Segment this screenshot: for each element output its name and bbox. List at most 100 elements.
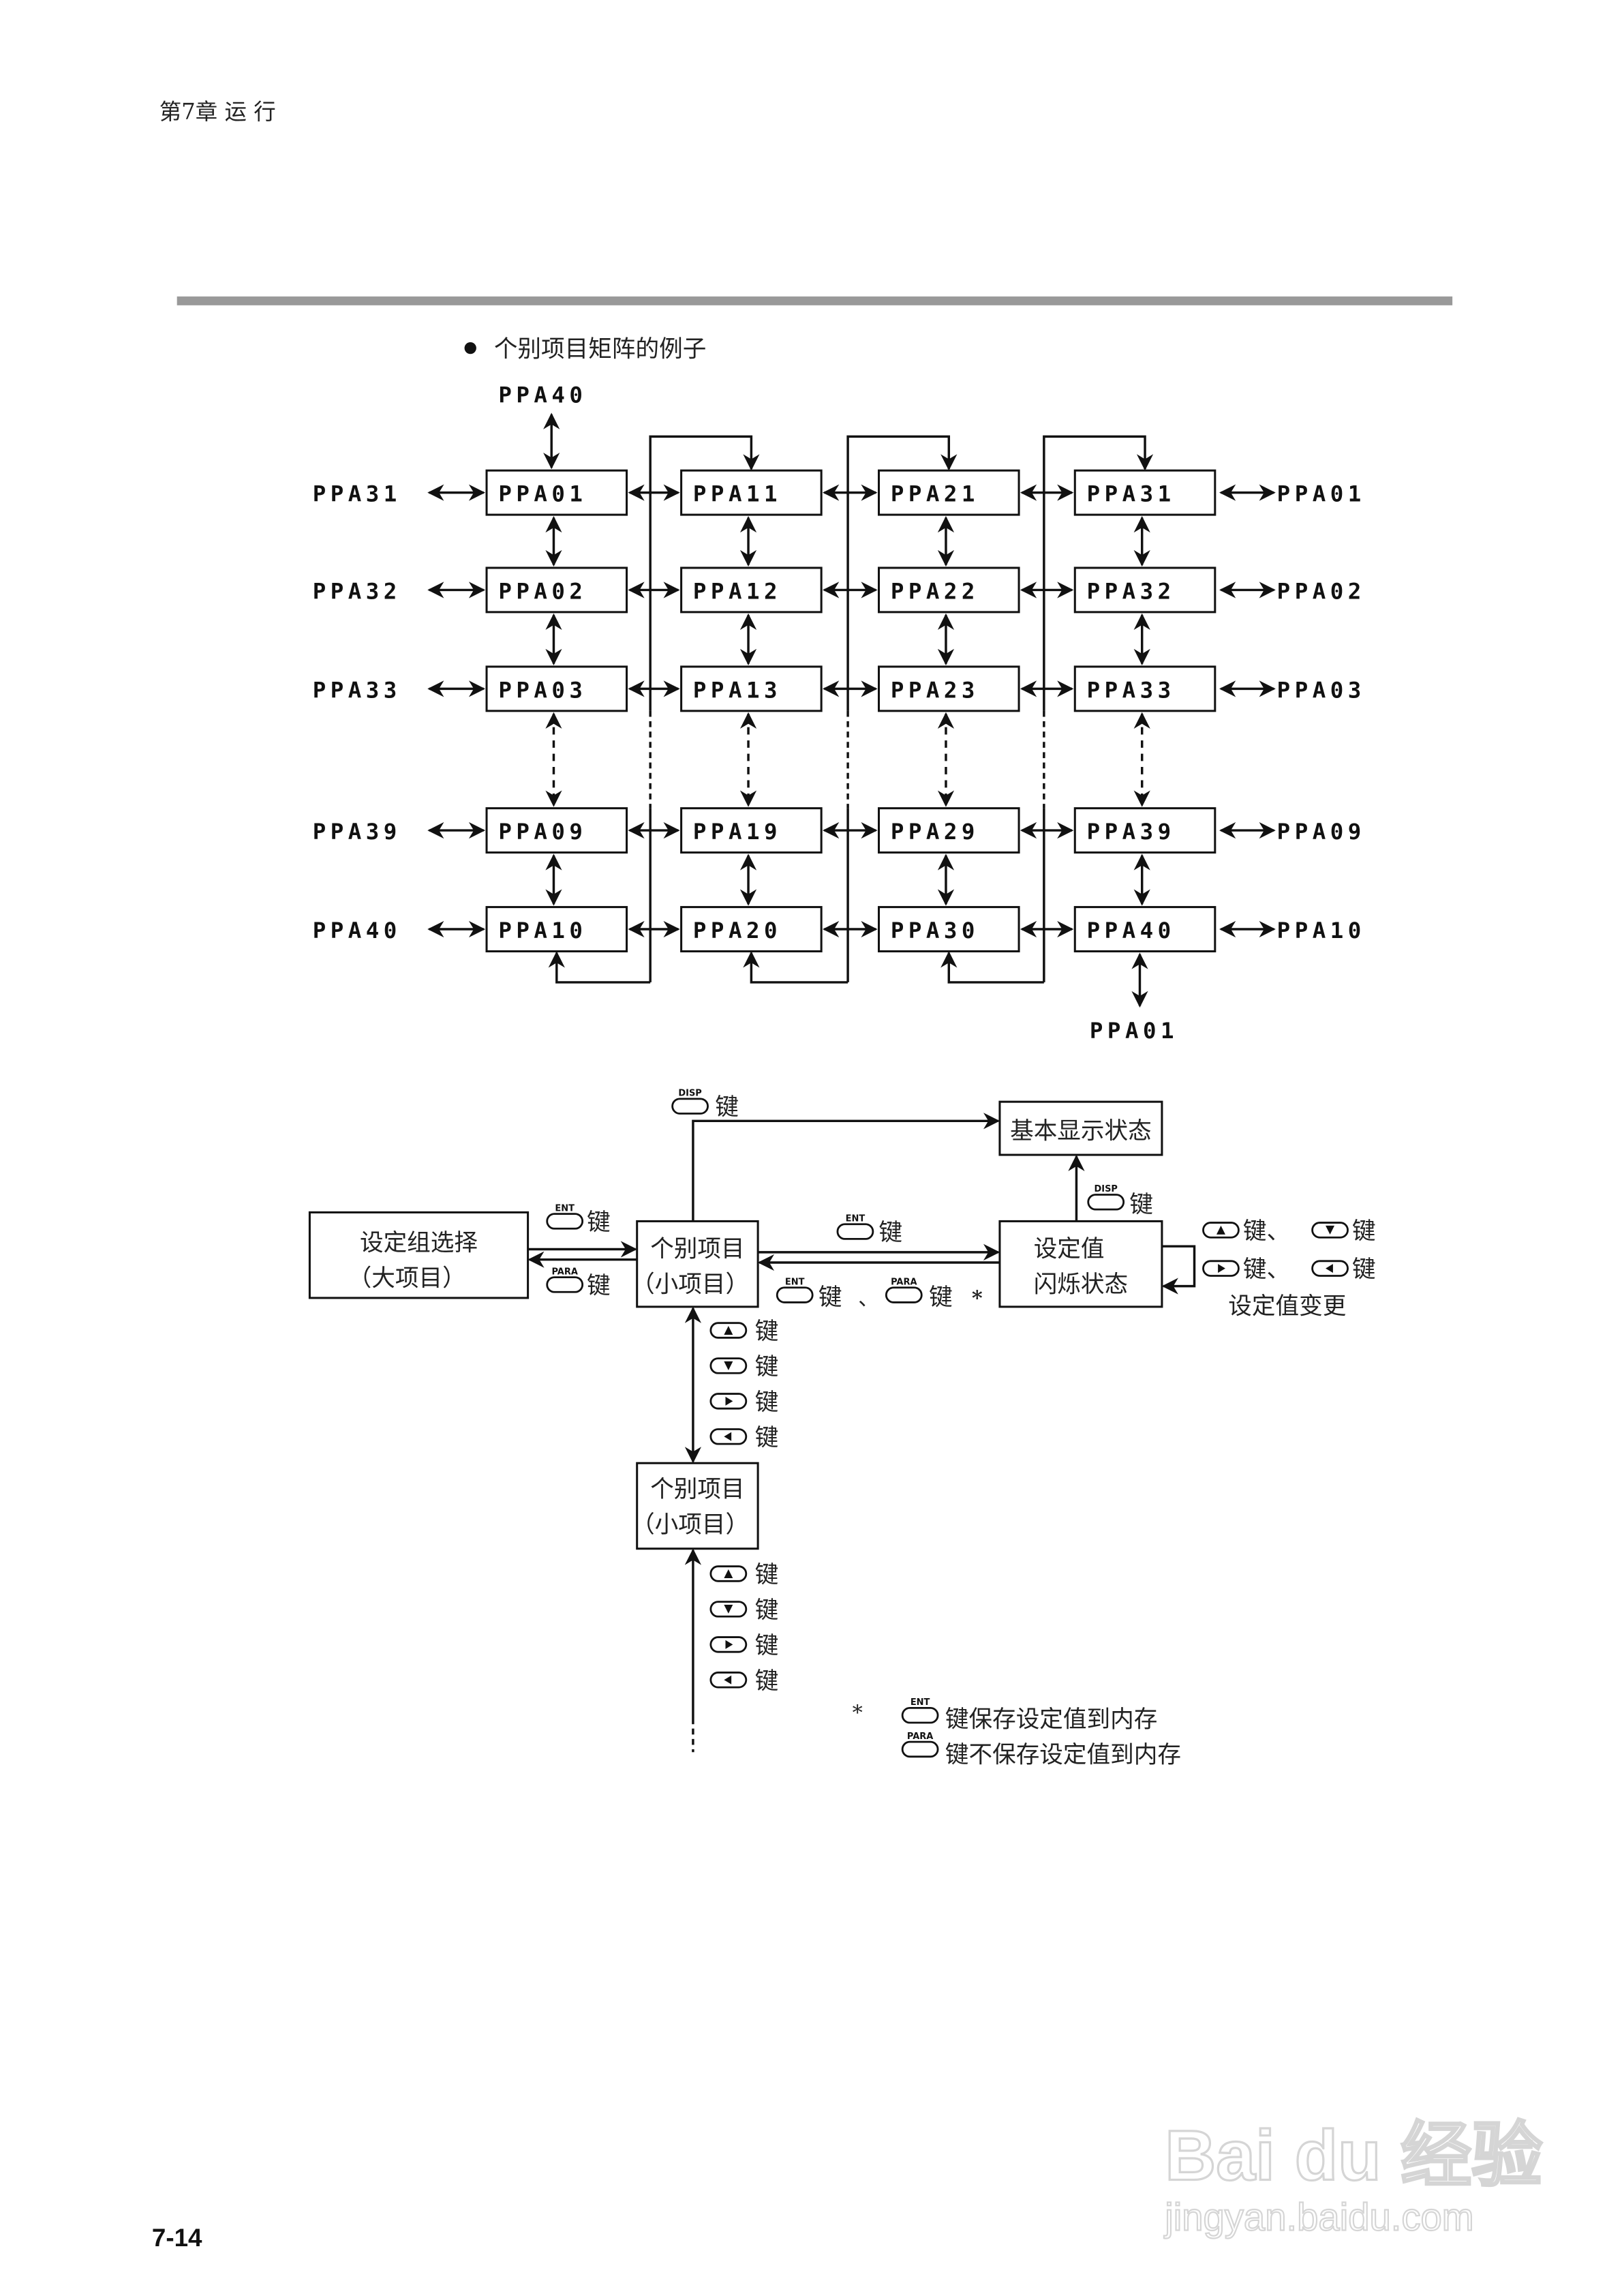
key-word-label: 键 [755, 1353, 779, 1380]
ent-key-icon: ENT [546, 1203, 584, 1230]
svg-text:PARA: PARA [907, 1732, 933, 1742]
column-link-bottom [743, 951, 848, 984]
matrix-cell [1073, 807, 1216, 854]
arrow-to-basic-display [692, 1113, 1000, 1222]
para-key-icon: PARA [901, 1732, 939, 1758]
matrix-cell [1073, 567, 1216, 614]
matrix-right-label: PPA01 [1277, 481, 1366, 507]
box-basic-display: 基本显示状态 [998, 1100, 1163, 1156]
svg-text:ENT: ENT [846, 1213, 866, 1224]
key-word-label: 键 [755, 1389, 779, 1416]
key-word-label: 键 [818, 1284, 842, 1312]
disp-key-icon: DISP [1087, 1184, 1125, 1211]
matrix-cell-label: PPA01 [498, 481, 587, 507]
matrix-cell-label: PPA19 [693, 819, 782, 845]
matrix-left-label: PPA39 [313, 819, 401, 845]
footnote-ent-text: 键保存设定值到内存 [945, 1706, 1157, 1734]
key-word-label: 键 [879, 1220, 903, 1247]
key-word-label: 键 [587, 1209, 611, 1236]
matrix-cell-label: PPA03 [498, 677, 587, 703]
matrix-cell [680, 567, 823, 614]
asterisk-mark: * [972, 1287, 983, 1311]
matrix-cell-label: PPA32 [1087, 578, 1176, 604]
matrix-cell-label: PPA30 [891, 918, 979, 943]
ent-key-icon: ENT [836, 1213, 874, 1240]
matrix-cell [680, 906, 823, 953]
matrix-cell [878, 807, 1020, 854]
footnote-asterisk: * [853, 1702, 863, 1725]
right-key-icon [709, 1393, 748, 1410]
key-word-label: 键 [755, 1318, 779, 1346]
key-word-label: 键 [755, 1597, 779, 1624]
matrix-right-label: PPA02 [1277, 578, 1366, 604]
bullet-icon [464, 342, 476, 354]
section-divider [177, 296, 1453, 305]
arrow-value-loop [1161, 1245, 1196, 1295]
key-word-label: 键 [929, 1284, 953, 1312]
item2-line2: （小项目） [631, 1511, 749, 1539]
matrix-cell [878, 567, 1020, 614]
matrix-cell-label: PPA39 [1087, 819, 1176, 845]
matrix-cell-label: PPA31 [1087, 481, 1176, 507]
down-key-icon [709, 1357, 748, 1374]
matrix-cell-label: PPA23 [891, 677, 979, 703]
key-word-label: 键 [755, 1561, 779, 1588]
matrix-left-label: PPA32 [313, 578, 401, 604]
matrix-left-label: PPA33 [313, 677, 401, 703]
matrix-cell [485, 567, 628, 614]
column-link-bottom [548, 951, 651, 984]
value-change-label: 设定值变更 [1228, 1293, 1346, 1320]
matrix-cell [680, 469, 823, 516]
up-key-icon [1202, 1222, 1240, 1239]
svg-text:PARA: PARA [551, 1267, 577, 1277]
item-line1: 个别项目 [650, 1235, 744, 1263]
matrix-cell-label: PPA10 [498, 918, 587, 943]
matrix-cell [878, 906, 1020, 953]
matrix-cell [878, 665, 1020, 712]
key-word-label: 键、 [1243, 1256, 1290, 1284]
left-key-icon [1311, 1260, 1349, 1277]
matrix-cell [485, 665, 628, 712]
svg-text:DISP: DISP [678, 1089, 701, 1099]
watermark: Bai du 经验 jingyan.baidu.com [1163, 2115, 1544, 2239]
matrix-cell [1073, 665, 1216, 712]
matrix-cell [485, 807, 628, 854]
matrix-top-label: PPA40 [498, 382, 587, 408]
svg-text:PARA: PARA [891, 1277, 917, 1287]
key-word-label: 键 [1352, 1256, 1376, 1284]
matrix-cell-label: PPA20 [693, 918, 782, 943]
box-group-select: 设定组选择 （大项目） [308, 1211, 530, 1299]
basic-display-label: 基本显示状态 [1010, 1117, 1152, 1145]
matrix-cell-label: PPA21 [891, 481, 979, 507]
column-link-top [846, 435, 958, 982]
down-key-icon [1311, 1222, 1349, 1239]
flow-chart: 设定组选择 （大项目） 个别项目 （小项目） 基本显示状态 设定值 闪烁状态 个… [308, 1089, 1376, 1758]
matrix-cell [1073, 906, 1216, 953]
matrix-cell-label: PPA02 [498, 578, 587, 604]
key-word-label: 键 [755, 1667, 779, 1695]
para-key-icon: PARA [885, 1277, 923, 1303]
set-value-line1: 设定值 [1034, 1235, 1105, 1263]
up-key-icon [709, 1322, 748, 1339]
matrix-right-label: PPA10 [1277, 918, 1366, 943]
key-word-label: 键 [1129, 1191, 1153, 1218]
ent-key-icon: ENT [776, 1277, 814, 1303]
matrix-cell-label: PPA40 [1087, 918, 1176, 943]
svg-text:ENT: ENT [555, 1203, 575, 1213]
key-word-label: 键 [715, 1094, 739, 1121]
matrix-cell-label: PPA09 [498, 819, 587, 845]
matrix-bottom-label: PPA01 [1090, 1018, 1178, 1044]
svg-text:ENT: ENT [785, 1277, 805, 1287]
matrix-cell [680, 807, 823, 854]
up-key-icon [709, 1565, 748, 1582]
right-key-icon [709, 1636, 748, 1653]
item-line2: （小项目） [631, 1271, 749, 1298]
matrix-right-label: PPA09 [1277, 819, 1366, 845]
svg-text:DISP: DISP [1094, 1184, 1117, 1194]
left-key-icon [709, 1672, 748, 1689]
item2-line1: 个别项目 [650, 1476, 744, 1503]
ent-key-icon: ENT [901, 1697, 939, 1724]
matrix-cell-label: PPA29 [891, 819, 979, 845]
